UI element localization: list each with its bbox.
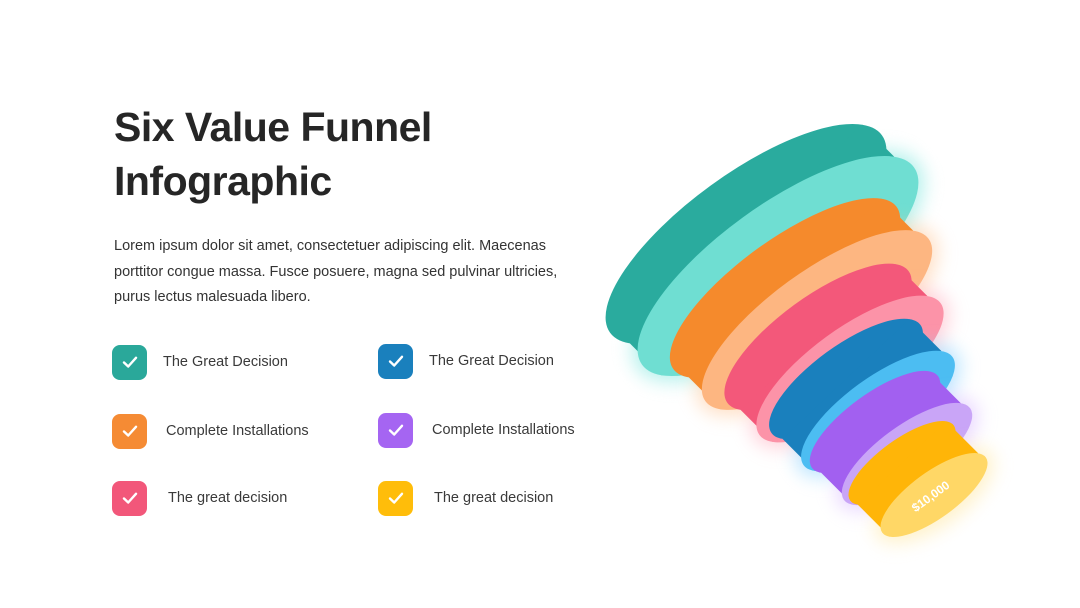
slide-title-line1: Six Value Funnel	[114, 104, 432, 150]
check-icon	[122, 356, 137, 368]
checklist-label: The great decision	[168, 490, 288, 506]
funnel-diagram: $5,500$7,200$7,900$8,500$9,300$10,000	[605, 123, 994, 544]
checklist-item-2: Complete Installations	[112, 413, 309, 449]
slide-title-line2: Infographic	[114, 158, 332, 204]
checkbox-purple	[378, 412, 413, 448]
checklist-item-3: The great decision	[112, 480, 287, 516]
checklist-item-6: The great decision	[378, 480, 553, 516]
checkbox-pink	[112, 480, 147, 516]
checklist-label: The Great Decision	[429, 353, 554, 369]
slide-body-text: Lorem ipsum dolor sit amet, consectetuer…	[114, 238, 558, 305]
slide-title: Six Value Funnel Infographic	[114, 100, 534, 208]
checklist-item-4: The Great Decision	[378, 343, 554, 379]
checklist-label: The great decision	[434, 490, 554, 506]
check-icon	[122, 492, 137, 504]
checkbox-teal	[112, 344, 147, 380]
checklist-item-5: Complete Installations	[378, 412, 575, 448]
checklist-label: The Great Decision	[163, 354, 288, 370]
check-icon	[388, 424, 403, 436]
checklist-item-1: The Great Decision	[112, 344, 288, 380]
checkbox-blue	[378, 343, 413, 379]
funnel-disc-face	[880, 453, 988, 537]
checkbox-orange	[112, 413, 147, 449]
check-icon	[122, 425, 137, 437]
check-icon	[388, 355, 403, 367]
funnel-level-6: $10,000	[848, 421, 994, 544]
check-icon	[388, 492, 403, 504]
checklist-label: Complete Installations	[432, 422, 575, 438]
checkbox-yellow	[378, 480, 413, 516]
checklist-label: Complete Installations	[166, 423, 309, 439]
